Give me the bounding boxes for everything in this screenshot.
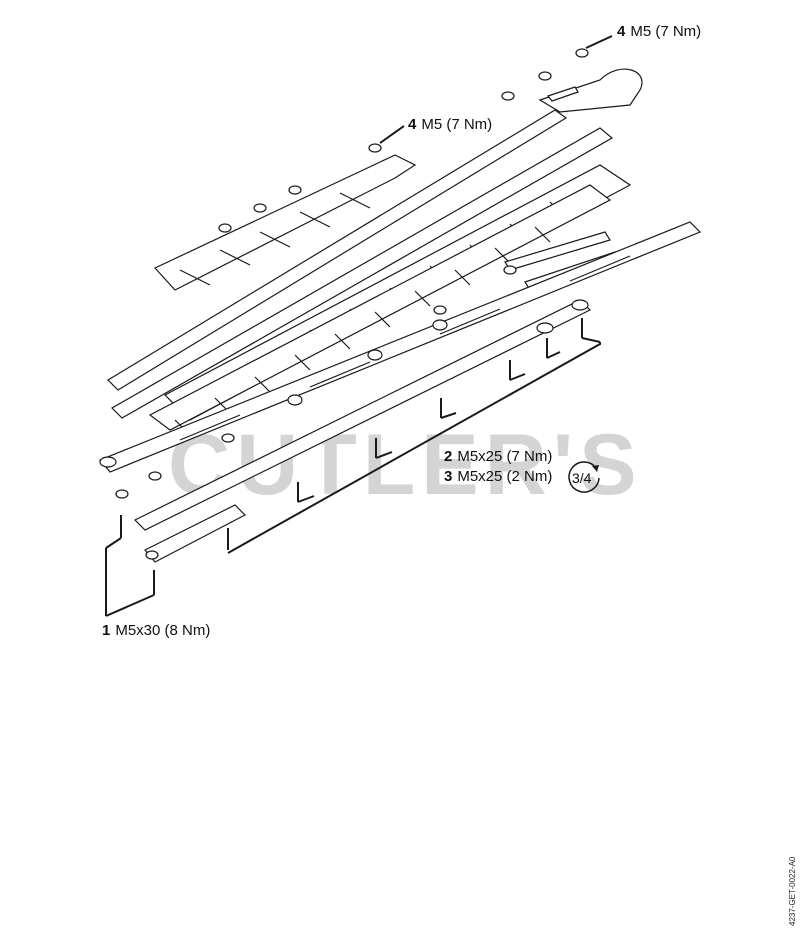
end-clamp [144, 504, 247, 563]
guide-strip [107, 109, 614, 419]
lower-guide-plate [133, 299, 592, 531]
document-id: 4237-GET-0022-A0 [788, 856, 797, 926]
washers [115, 265, 589, 499]
blade-holder-bracket [154, 143, 417, 291]
support-bar [99, 221, 702, 473]
gear-cover-plate [538, 68, 643, 113]
rotation-arrow-icon [568, 461, 600, 493]
leader-lines [105, 35, 613, 617]
screws [120, 318, 583, 595]
turn-indicator-text: 3/4 [572, 470, 592, 486]
nut-top [501, 48, 589, 101]
